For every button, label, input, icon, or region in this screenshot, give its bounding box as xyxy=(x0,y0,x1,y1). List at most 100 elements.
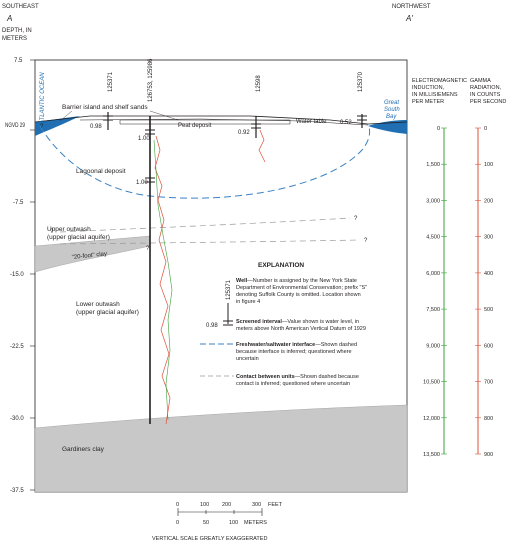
emi-tick-label: 13,500 xyxy=(423,452,440,458)
horizontal-scale: 0 100 200 300 FEET 0 50 100 METERS xyxy=(176,502,283,526)
well-number-label: 126753, 125986 xyxy=(148,58,154,102)
freshwater-saltwater-interface xyxy=(39,123,371,199)
lower-outwash-label-1: Lower outwash xyxy=(76,301,120,308)
emi-log-trace xyxy=(153,139,173,421)
uncertain-mark: ? xyxy=(40,124,44,130)
emi-tick-label: 0 xyxy=(437,126,440,132)
bay-label-2: South xyxy=(384,107,400,113)
depth-axis-label-2: METERS xyxy=(2,36,27,42)
gamma-title-line: IN COUNTS xyxy=(470,92,501,98)
gamma-tick-label: 200 xyxy=(484,198,493,204)
bay-label-3: Bay xyxy=(386,114,397,120)
scale-meter-unit: METERS xyxy=(244,520,267,526)
scale-meter-tick: 50 xyxy=(203,520,209,526)
scale-feet-tick: 200 xyxy=(222,502,231,508)
explanation-well-head: Well—Number is assigned by the New York … xyxy=(236,278,357,284)
gamma-tick-label: 800 xyxy=(484,416,493,422)
water-level-value: 0.52 xyxy=(340,120,352,126)
gamma-tick-label: 500 xyxy=(484,307,493,313)
emi-title-line: PER METER xyxy=(412,99,444,105)
land-surface xyxy=(34,115,408,125)
gardiners-clay-unit xyxy=(34,404,408,493)
scale-feet-unit: FEET xyxy=(268,502,283,508)
barrier-label: Barrier island and shelf sands xyxy=(62,104,148,111)
gamma-tick-label: 600 xyxy=(484,343,493,349)
bay-label-1: Great xyxy=(384,100,399,106)
water-table-label: Water table xyxy=(296,119,327,125)
lagoonal-label: Lagoonal deposit xyxy=(76,168,126,175)
scale-meter-tick: 100 xyxy=(229,520,238,526)
explanation-screen-text: meters above North American Vertical Dat… xyxy=(236,326,366,332)
emi-title-line: INDUCTION, xyxy=(412,85,445,91)
water-level-value: 1.00 xyxy=(136,180,148,186)
explanation-screen-head: Screened interval—Value shown is water l… xyxy=(236,319,359,325)
gamma-log-trace-12598 xyxy=(258,129,266,163)
clay-20-label: "20-foot" clay xyxy=(72,251,108,261)
contact-line-lower xyxy=(59,239,361,245)
upper-outwash-label-1: Upper outwash xyxy=(47,226,91,233)
well-number-label: 125371 xyxy=(108,71,114,92)
section-mark-a: A xyxy=(6,14,12,23)
water-level-value: 0.92 xyxy=(238,130,250,136)
gamma-tick-label: 400 xyxy=(484,271,493,277)
emi-tick-label: 4,500 xyxy=(426,235,440,241)
depth-axis-label-1: DEPTH, IN xyxy=(2,28,32,34)
gamma-tick-label: 0 xyxy=(484,126,487,132)
depth-tick-label: -7.5 xyxy=(13,200,24,206)
gamma-log-trace xyxy=(154,135,171,425)
emi-title-line: ELECTROMAGNETIC xyxy=(412,78,467,84)
emi-tick-label: 1,500 xyxy=(426,162,440,168)
uncertain-mark: ? xyxy=(146,246,150,252)
barrier-leader xyxy=(149,110,179,121)
lower-outwash-label-2: (upper glacial aquifer) xyxy=(76,309,139,316)
water-level-value: 0.98 xyxy=(90,124,102,130)
explanation-well-text: Department of Environmental Conservation… xyxy=(236,285,367,291)
peat-label: Peat deposit xyxy=(178,123,212,129)
explanation-well-text: denoting Suffolk County is omitted. Loca… xyxy=(236,292,361,298)
emi-tick-label: 6,000 xyxy=(426,271,440,277)
scale-feet-tick: 100 xyxy=(200,502,209,508)
scale-meter-tick: 0 xyxy=(176,520,179,526)
emi-tick-label: 10,500 xyxy=(423,380,440,386)
gamma-title-line: GAMMA xyxy=(470,78,491,84)
explanation-screen-value: 0.98 xyxy=(206,323,218,329)
uncertain-mark: ? xyxy=(50,229,54,235)
gamma-tick-label: 900 xyxy=(484,452,493,458)
depth-tick-label: -22.5 xyxy=(10,344,24,350)
ocean-label: ATLANTIC OCEAN xyxy=(40,72,46,125)
gardiners-label: Gardiners clay xyxy=(62,446,105,453)
depth-tick-label: NGVD 29 xyxy=(5,123,26,129)
gamma-scale-ticks: 0 100 200 300 400 500 600 700 800 900 xyxy=(475,126,493,458)
emi-tick-label: 9,000 xyxy=(426,343,440,349)
explanation-well-example: 125371 xyxy=(226,279,232,300)
depth-tick-label: 7.5 xyxy=(14,58,23,64)
gamma-tick-label: 300 xyxy=(484,235,493,241)
emi-tick-label: 12,000 xyxy=(423,416,440,422)
emi-title-line: IN MILLISIEMENS xyxy=(412,92,458,98)
emi-tick-label: 3,000 xyxy=(426,198,440,204)
emi-scale-ticks: 0 1,500 3,000 4,500 6,000 7,500 9,000 10,500 12,… xyxy=(423,126,447,458)
depth-axis: 7.5 NGVD 29 -7.5 -15.0 -22.5 -30.0 -37.5 xyxy=(5,58,35,494)
well-number-label: 125370 xyxy=(358,71,364,92)
scale-feet-tick: 0 xyxy=(176,502,179,508)
explanation-interface-text: because interface is inferred; questione… xyxy=(236,349,352,355)
explanation-panel: EXPLANATION 125371 Well—Number is assign… xyxy=(200,262,367,387)
peat-deposit xyxy=(119,119,291,125)
scale-feet-tick: 300 xyxy=(252,502,261,508)
direction-northwest: NORTHWEST xyxy=(392,4,431,10)
gamma-title-line: RADIATION, xyxy=(470,85,502,91)
vertical-exaggeration-note: VERTICAL SCALE GREATLY EXAGGERATED xyxy=(152,536,267,542)
gamma-tick-label: 700 xyxy=(484,380,493,386)
gamma-tick-label: 100 xyxy=(484,162,493,168)
explanation-interface-head: Freshwater/saltwater interface—Shown das… xyxy=(236,342,357,348)
contact-line-upper xyxy=(59,217,351,233)
emi-tick-label: 7,500 xyxy=(426,307,440,313)
upper-outwash-label-2: (upper glacial aquifer) xyxy=(47,234,110,241)
well-number-label: 12598 xyxy=(256,75,262,92)
explanation-interface-text: uncertain xyxy=(236,356,259,362)
depth-tick-label: -37.5 xyxy=(10,488,24,494)
uncertain-mark: ? xyxy=(364,238,368,244)
water-level-value: 1.00 xyxy=(138,136,150,142)
explanation-contact-head: Contact between units—Shown dashed becau… xyxy=(236,374,359,380)
